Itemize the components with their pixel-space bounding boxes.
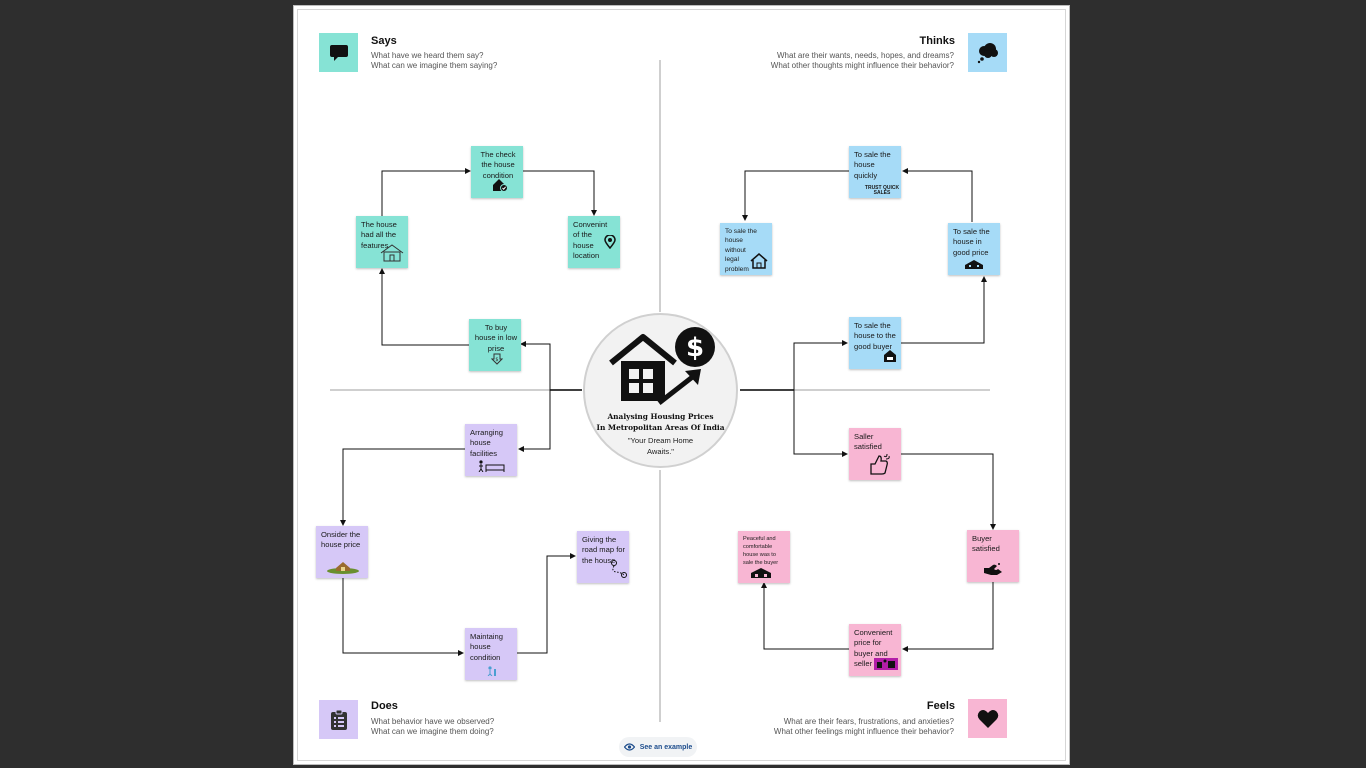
sticky-note-text: To sale the house in good price (953, 227, 990, 257)
sticky-note-text: To sale the house without legal problem (725, 228, 757, 273)
speech-bubble-icon (319, 33, 358, 72)
does-question-1: What behavior have we observed? (371, 717, 495, 726)
sticky-note-text: To buy house in low prise (474, 323, 518, 353)
worker-icon (486, 666, 498, 679)
says-title: Says (371, 35, 397, 47)
sticky-note-text: Convenint of the house location (573, 220, 608, 261)
sticky-note-text: Arranging house facilities (470, 428, 503, 458)
does-title: Does (371, 700, 398, 712)
arrow-center-to-good-buyer (793, 340, 848, 390)
arrow-quickly-to-legal (742, 170, 849, 221)
arrow-check-to-location (522, 170, 597, 216)
sticky-note[interactable]: Convenient price for buyer and seller (849, 624, 901, 676)
arrow-center-to-saller (793, 390, 848, 457)
arrow-good-price-to-quickly (902, 168, 973, 222)
arrow-good-buyer-to-good-price (901, 276, 987, 344)
house-price-icon (964, 259, 984, 272)
house-check-icon (492, 178, 508, 195)
arrow-arranging-to-price (340, 448, 465, 526)
says-question-2: What can we imagine them saying? (371, 61, 498, 70)
feels-question-2: What other feelings might influence thei… (773, 727, 954, 736)
sticky-note[interactable]: Peaceful and comfortable house was to sa… (738, 531, 790, 583)
house-on-land-icon (326, 560, 360, 577)
sticky-note[interactable]: The check the house condition (471, 146, 523, 198)
sticky-note-text: The check the house condition (480, 150, 516, 180)
center-quote-line-2: Awaits." (646, 447, 675, 456)
arrow-center-to-arranging (518, 390, 551, 452)
arrow-convenient-to-peaceful (761, 582, 849, 650)
center-title-line-1: Analysing Housing Prices (607, 412, 714, 421)
furniture-icon (477, 460, 505, 475)
price-down-icon: $ (490, 353, 504, 368)
feels-title: Feels (926, 700, 955, 712)
sticky-note-text: Convenient price for buyer and seller (854, 628, 893, 669)
heart-icon (968, 699, 1007, 738)
does-question-2: What can we imagine them doing? (371, 727, 494, 736)
sticky-note[interactable]: To sale the house in good price (948, 223, 1000, 275)
center-title-line-2: In Metropolitan Areas Of India (596, 423, 725, 432)
sticky-note[interactable]: Maintaing house condition (465, 628, 517, 680)
house-outline-icon (380, 244, 404, 265)
eye-icon (623, 743, 635, 751)
sticky-note[interactable]: To sale the house quickly TRUST QUICK SA… (849, 146, 901, 198)
thinks-subtitle: What are their wants, needs, hopes, and … (720, 51, 954, 71)
arrow-price-to-maintain (342, 578, 464, 656)
see-an-example-label: See an example (639, 743, 693, 751)
thinks-question-1: What are their wants, needs, hopes, and … (777, 51, 954, 60)
handshake-icon (983, 562, 1003, 579)
house-sale-icon (750, 567, 772, 582)
sticky-note[interactable]: Convenint of the house location (568, 216, 620, 268)
center-topic[interactable]: $ Analysing Housing Prices In Metropolit… (583, 313, 738, 468)
sticky-note-text: Peaceful and comfortable house was to sa… (743, 536, 779, 566)
arrow-buyer-to-convenient (902, 582, 994, 652)
feels-subtitle: What are their fears, frustrations, and … (720, 717, 954, 737)
sticky-note-text: Maintaing house condition (470, 632, 503, 662)
svg-text:$: $ (686, 333, 704, 363)
sticky-note-text: Saller satisfied (854, 432, 882, 452)
does-subtitle: What behavior have we observed? What can… (371, 717, 494, 737)
sticky-note[interactable]: To sale the house without legal problem (720, 223, 772, 275)
trust-quick-sales-badge: TRUST QUICK SALES (864, 185, 900, 196)
sticky-note[interactable]: Buyer satisfied (967, 530, 1019, 582)
arrow-saller-to-buyer (901, 453, 996, 530)
sticky-note-text: To sale the house to the good buyer (854, 321, 896, 351)
arrow-features-to-check (381, 168, 471, 216)
sticky-note-text: The house had all the features (361, 220, 397, 250)
house-outline-icon (750, 253, 768, 272)
house-price-growth-icon: $ (609, 327, 715, 405)
sticky-note-text: Buyer satisfied (972, 534, 1000, 554)
arrow-low-price-to-features (379, 268, 469, 346)
see-an-example-button[interactable]: See an example (619, 737, 697, 757)
sticky-note[interactable]: The house had all the features (356, 216, 408, 268)
price-tag-icon (874, 658, 898, 673)
sticky-note[interactable]: Onsider the house price (316, 526, 368, 578)
sticky-note[interactable]: To sale the house to the good buyer (849, 317, 901, 369)
sticky-note-text: Giving the road map for the house (582, 535, 626, 565)
sticky-note-text: Onsider the house price (321, 530, 361, 550)
center-quote-line-1: "Your Dream Home (627, 436, 694, 445)
sticky-note[interactable]: Giving the road map for the house (577, 531, 629, 583)
says-question-1: What have we heard them say? (371, 51, 484, 60)
thinks-title: Thinks (919, 35, 955, 47)
route-map-icon (610, 559, 628, 582)
sticky-note[interactable]: Saller satisfied (849, 428, 901, 480)
for-sale-house-icon (883, 349, 897, 366)
svg-text:$: $ (495, 357, 498, 363)
arrow-center-to-low-price (520, 341, 551, 390)
feels-question-1: What are their fears, frustrations, and … (783, 717, 954, 726)
sticky-note[interactable]: Arranging house facilities (465, 424, 517, 476)
thumbs-up-icon (867, 453, 891, 478)
sticky-note[interactable]: To buy house in low prise $ (469, 319, 521, 371)
thinks-question-2: What other thoughts might influence thei… (770, 61, 954, 70)
clipboard-icon (319, 700, 358, 739)
says-subtitle: What have we heard them say? What can we… (371, 51, 497, 71)
arrow-maintain-to-roadmap (517, 553, 576, 654)
board-frame (297, 9, 1066, 761)
thought-cloud-icon (968, 33, 1007, 72)
sticky-note-text: To sale the house quickly (854, 150, 891, 180)
location-pin-icon (604, 234, 616, 252)
